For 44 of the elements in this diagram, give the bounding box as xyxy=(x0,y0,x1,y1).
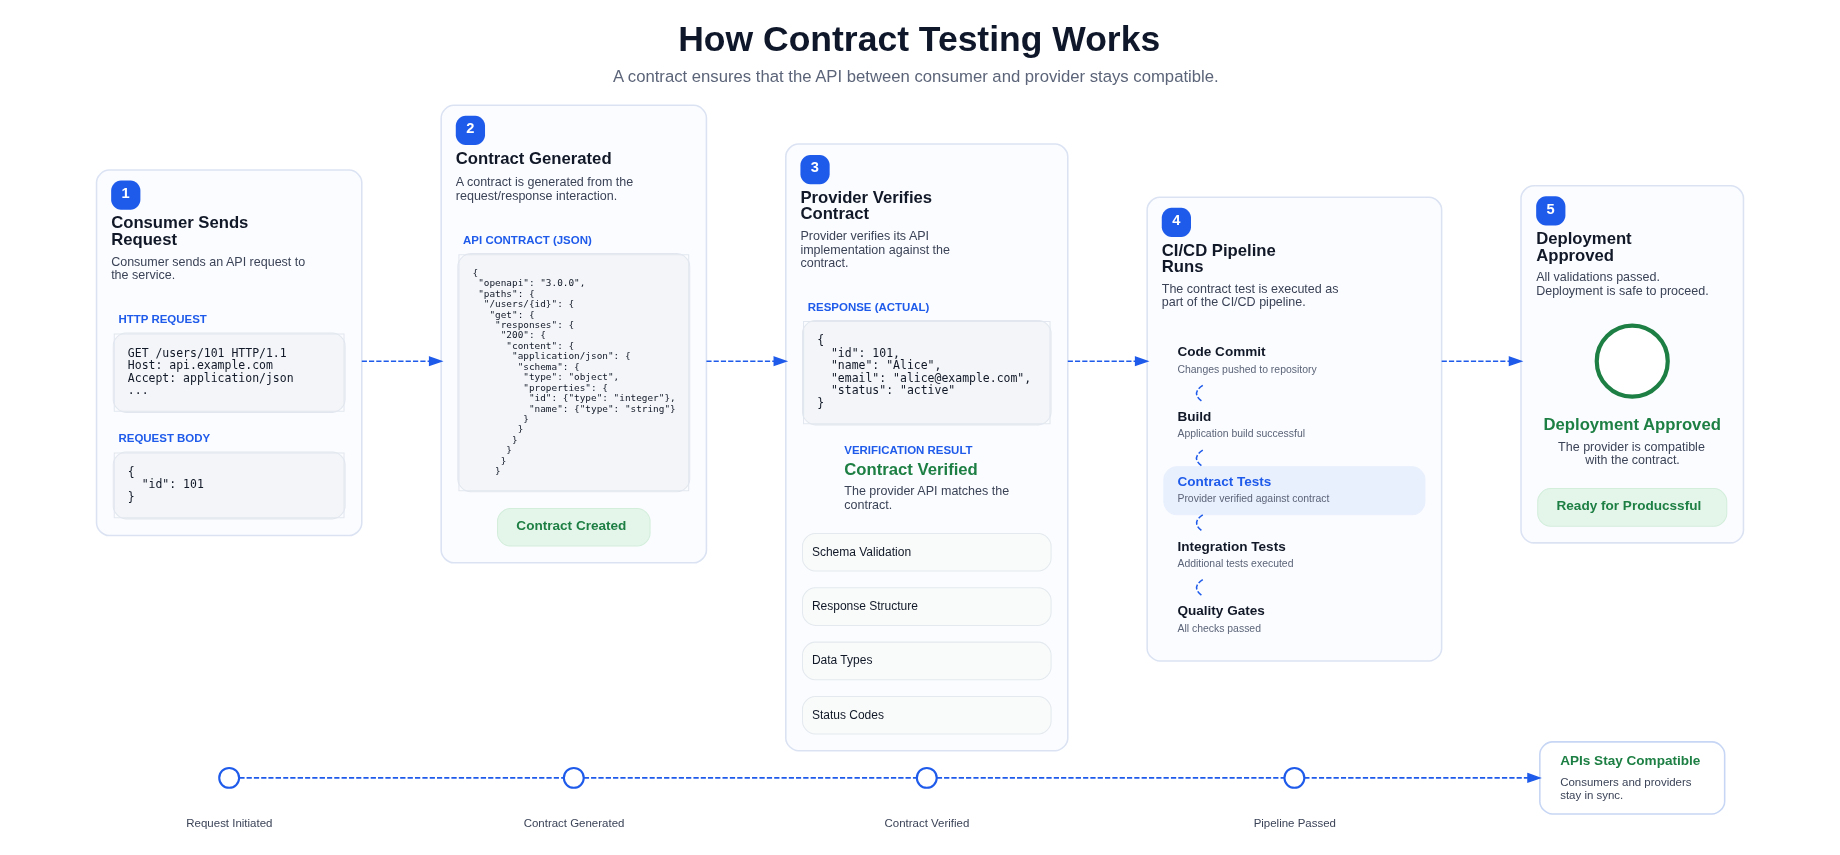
node-label: Contract Generated xyxy=(523,816,625,829)
connector xyxy=(936,777,1286,779)
node-circle xyxy=(1594,323,1670,399)
connector xyxy=(238,777,565,779)
node-text: Code Commit Changes pushed to repository xyxy=(1177,344,1317,375)
node-label: HTTP REQUEST xyxy=(118,313,207,326)
label: VERIFICATION RESULT xyxy=(844,443,973,456)
arrow xyxy=(1067,356,1150,367)
arrow xyxy=(361,356,444,367)
arrow xyxy=(705,356,789,367)
node-label: API CONTRACT (JSON) xyxy=(463,234,592,247)
arrow xyxy=(1440,356,1524,367)
node-text: Integration Tests Additional tests executed xyxy=(1177,538,1294,569)
node-circle xyxy=(915,766,938,789)
node-text: Build Application build successful xyxy=(1177,409,1306,440)
node-box: Contract Created xyxy=(497,507,651,547)
label: The provider is compatible with the contract. xyxy=(1558,439,1705,468)
caption: A contract ensures that the API between consumer and provider stays compatible. xyxy=(612,66,1219,86)
connector xyxy=(1195,384,1204,403)
connector xyxy=(1195,449,1204,468)
node-box: APIs Stay Compatible Consumers and providers stay in sync. xyxy=(1539,741,1726,815)
node-circle xyxy=(218,766,241,789)
diagram-title: How Contract Testing Works xyxy=(678,18,1161,59)
connector xyxy=(1195,578,1204,597)
node-label: Pipeline Passed xyxy=(1253,816,1336,829)
node-label: RESPONSE (ACTUAL) xyxy=(807,300,930,313)
node-box: Status Codes xyxy=(802,695,1052,735)
node-box: Ready for Producssful xyxy=(1537,488,1728,527)
node-box: Schema Validation xyxy=(802,533,1052,572)
label: Deployment Approved xyxy=(1543,414,1721,434)
node-text: Quality Gates All checks passed xyxy=(1177,603,1265,634)
node-box: Contract Tests Provider verified against contract xyxy=(1163,466,1426,516)
node-circle xyxy=(562,766,585,789)
node-box: Response Structure xyxy=(802,587,1052,626)
node-label: REQUEST BODY xyxy=(118,432,211,445)
arrow xyxy=(1303,772,1542,783)
node-label: Contract Verified xyxy=(884,816,970,829)
node-box: Data Types xyxy=(802,641,1052,681)
label: The provider API matches the contract. xyxy=(844,484,1010,513)
node-circle xyxy=(1283,766,1306,789)
label: Contract Verified xyxy=(844,459,978,479)
node-label: Request Initiated xyxy=(186,816,273,829)
connector xyxy=(1195,514,1204,533)
connector xyxy=(583,777,918,779)
